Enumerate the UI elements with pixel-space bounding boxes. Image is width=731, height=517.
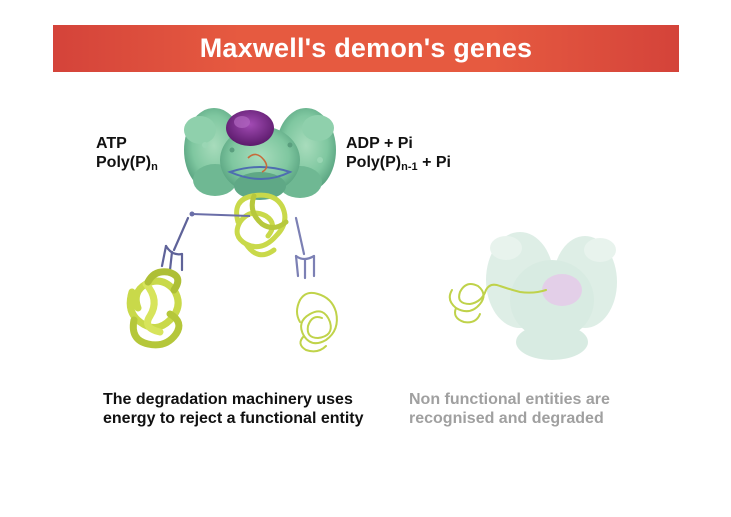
right-caption-line1: Non functional entities are — [409, 391, 610, 408]
title-bar: Maxwell's demon's genes — [53, 25, 679, 72]
trident-fork-icon — [294, 216, 316, 280]
protease-complex-illustration — [184, 108, 336, 200]
adp-pi-text: ADP + Pi — [346, 135, 413, 152]
unfolded-protein-strand — [296, 291, 338, 353]
atp-text: ATP — [96, 135, 127, 152]
left-caption: The degradation machinery uses energy to… — [103, 390, 364, 428]
right-reaction-label: ADP + Pi Poly(P)n-1 + Pi — [346, 134, 451, 173]
unfolded-protein-strand-degraded — [448, 283, 547, 324]
folded-protein-ribbon — [126, 268, 183, 349]
faded-protease-illustration — [486, 232, 617, 360]
left-caption-line1: The degradation machinery uses — [103, 391, 353, 408]
right-caption-line2: recognised and degraded — [409, 410, 604, 427]
polyp-n-text: Poly(P)n — [96, 154, 158, 173]
slide-title: Maxwell's demon's genes — [199, 33, 533, 63]
left-reaction-label: ATP Poly(P)n — [96, 134, 158, 173]
trident-fork-icon — [160, 216, 190, 272]
folded-protein-held — [234, 192, 289, 258]
left-caption-line2: energy to reject a functional entity — [103, 410, 364, 427]
right-caption: Non functional entities are recognised a… — [409, 390, 610, 428]
polyp-n-1-text: Poly(P)n-1 + Pi — [346, 154, 451, 173]
